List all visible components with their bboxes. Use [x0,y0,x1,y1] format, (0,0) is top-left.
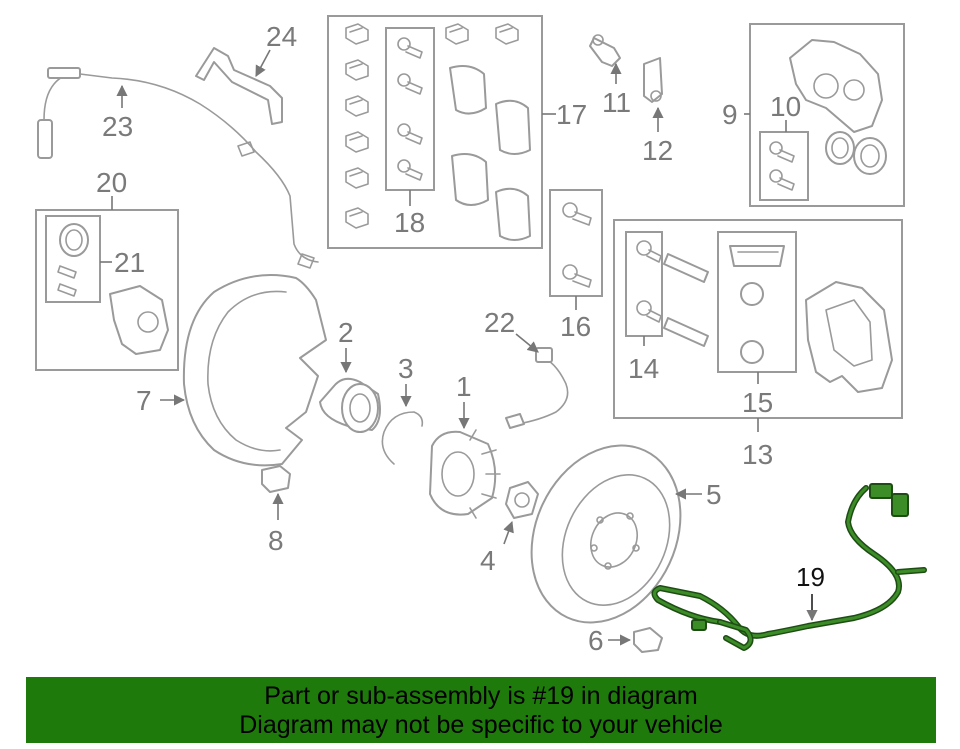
callout-8: 8 [268,525,284,556]
callout-24: 24 [266,21,297,52]
part-23-sensor-harness[interactable] [37,67,319,269]
part-13-bracket[interactable] [805,281,893,393]
callout-13: 13 [742,439,773,470]
part-21-seal-kit[interactable] [57,223,89,297]
part-15-boot-kit[interactable] [729,245,785,364]
callout-1: 1 [456,371,472,402]
box-21-seal-kit [45,215,101,303]
callout-7: 7 [136,385,152,416]
callout-23: 23 [102,111,133,142]
part-18-bolts[interactable] [397,37,423,181]
callout-19: 19 [796,562,825,592]
part-6-bolt[interactable] [633,627,663,653]
part-17-pads[interactable] [449,65,531,241]
callout-3: 3 [398,353,414,384]
callout-10: 10 [770,91,801,122]
banner-line-part: Part or sub-assembly is #19 in diagram [264,682,698,710]
part-12-clip[interactable] [643,57,663,103]
part-19-speed-sensor-harness[interactable] [651,483,927,651]
callout-18: 18 [394,207,425,238]
part-14-guide-pins[interactable] [636,240,709,347]
part-7-dust-shield[interactable] [182,274,327,467]
part-1-hub[interactable] [429,429,501,519]
callout-11: 11 [602,87,631,118]
box-17-pad-kit [327,15,543,249]
part-3-snap-ring[interactable] [381,411,424,465]
callout-16: 16 [560,311,591,342]
part-8-bolt[interactable] [261,465,291,493]
callout-12: 12 [642,135,673,166]
callout-9: 9 [722,99,738,130]
callout-15: 15 [742,387,773,418]
callout-2: 2 [338,317,354,348]
part-17-clips[interactable] [345,23,519,229]
box-10-bolts [759,131,809,201]
part-4-hub-nut[interactable] [505,481,539,519]
part-20-caliper[interactable] [109,285,169,355]
part-16-bolts[interactable] [562,202,592,288]
box-20-caliper-assembly [35,209,179,371]
callout-6: 6 [588,625,604,656]
part-24-bracket[interactable] [195,47,283,125]
part-9-caliper[interactable] [789,39,887,175]
part-10-bolts[interactable] [769,141,795,191]
callout-17: 17 [556,99,587,130]
part-11-bleeder[interactable] [589,34,621,67]
callout-20: 20 [96,167,127,198]
notice-banner: Part or sub-assembly is #19 in diagram D… [26,677,936,743]
callout-21: 21 [114,247,145,278]
banner-line-disclaimer: Diagram may not be specific to your vehi… [239,711,723,739]
box-15-boot-kit [717,231,797,373]
callout-4: 4 [480,545,496,576]
part-22-speed-sensor[interactable] [505,347,569,429]
callout-5: 5 [706,479,722,510]
callout-14: 14 [628,353,659,384]
part-2-wheel-bearing[interactable] [319,377,381,433]
callout-22: 22 [484,307,515,338]
part-5-brake-rotor[interactable] [504,421,709,647]
box-9-caliper [749,23,905,207]
